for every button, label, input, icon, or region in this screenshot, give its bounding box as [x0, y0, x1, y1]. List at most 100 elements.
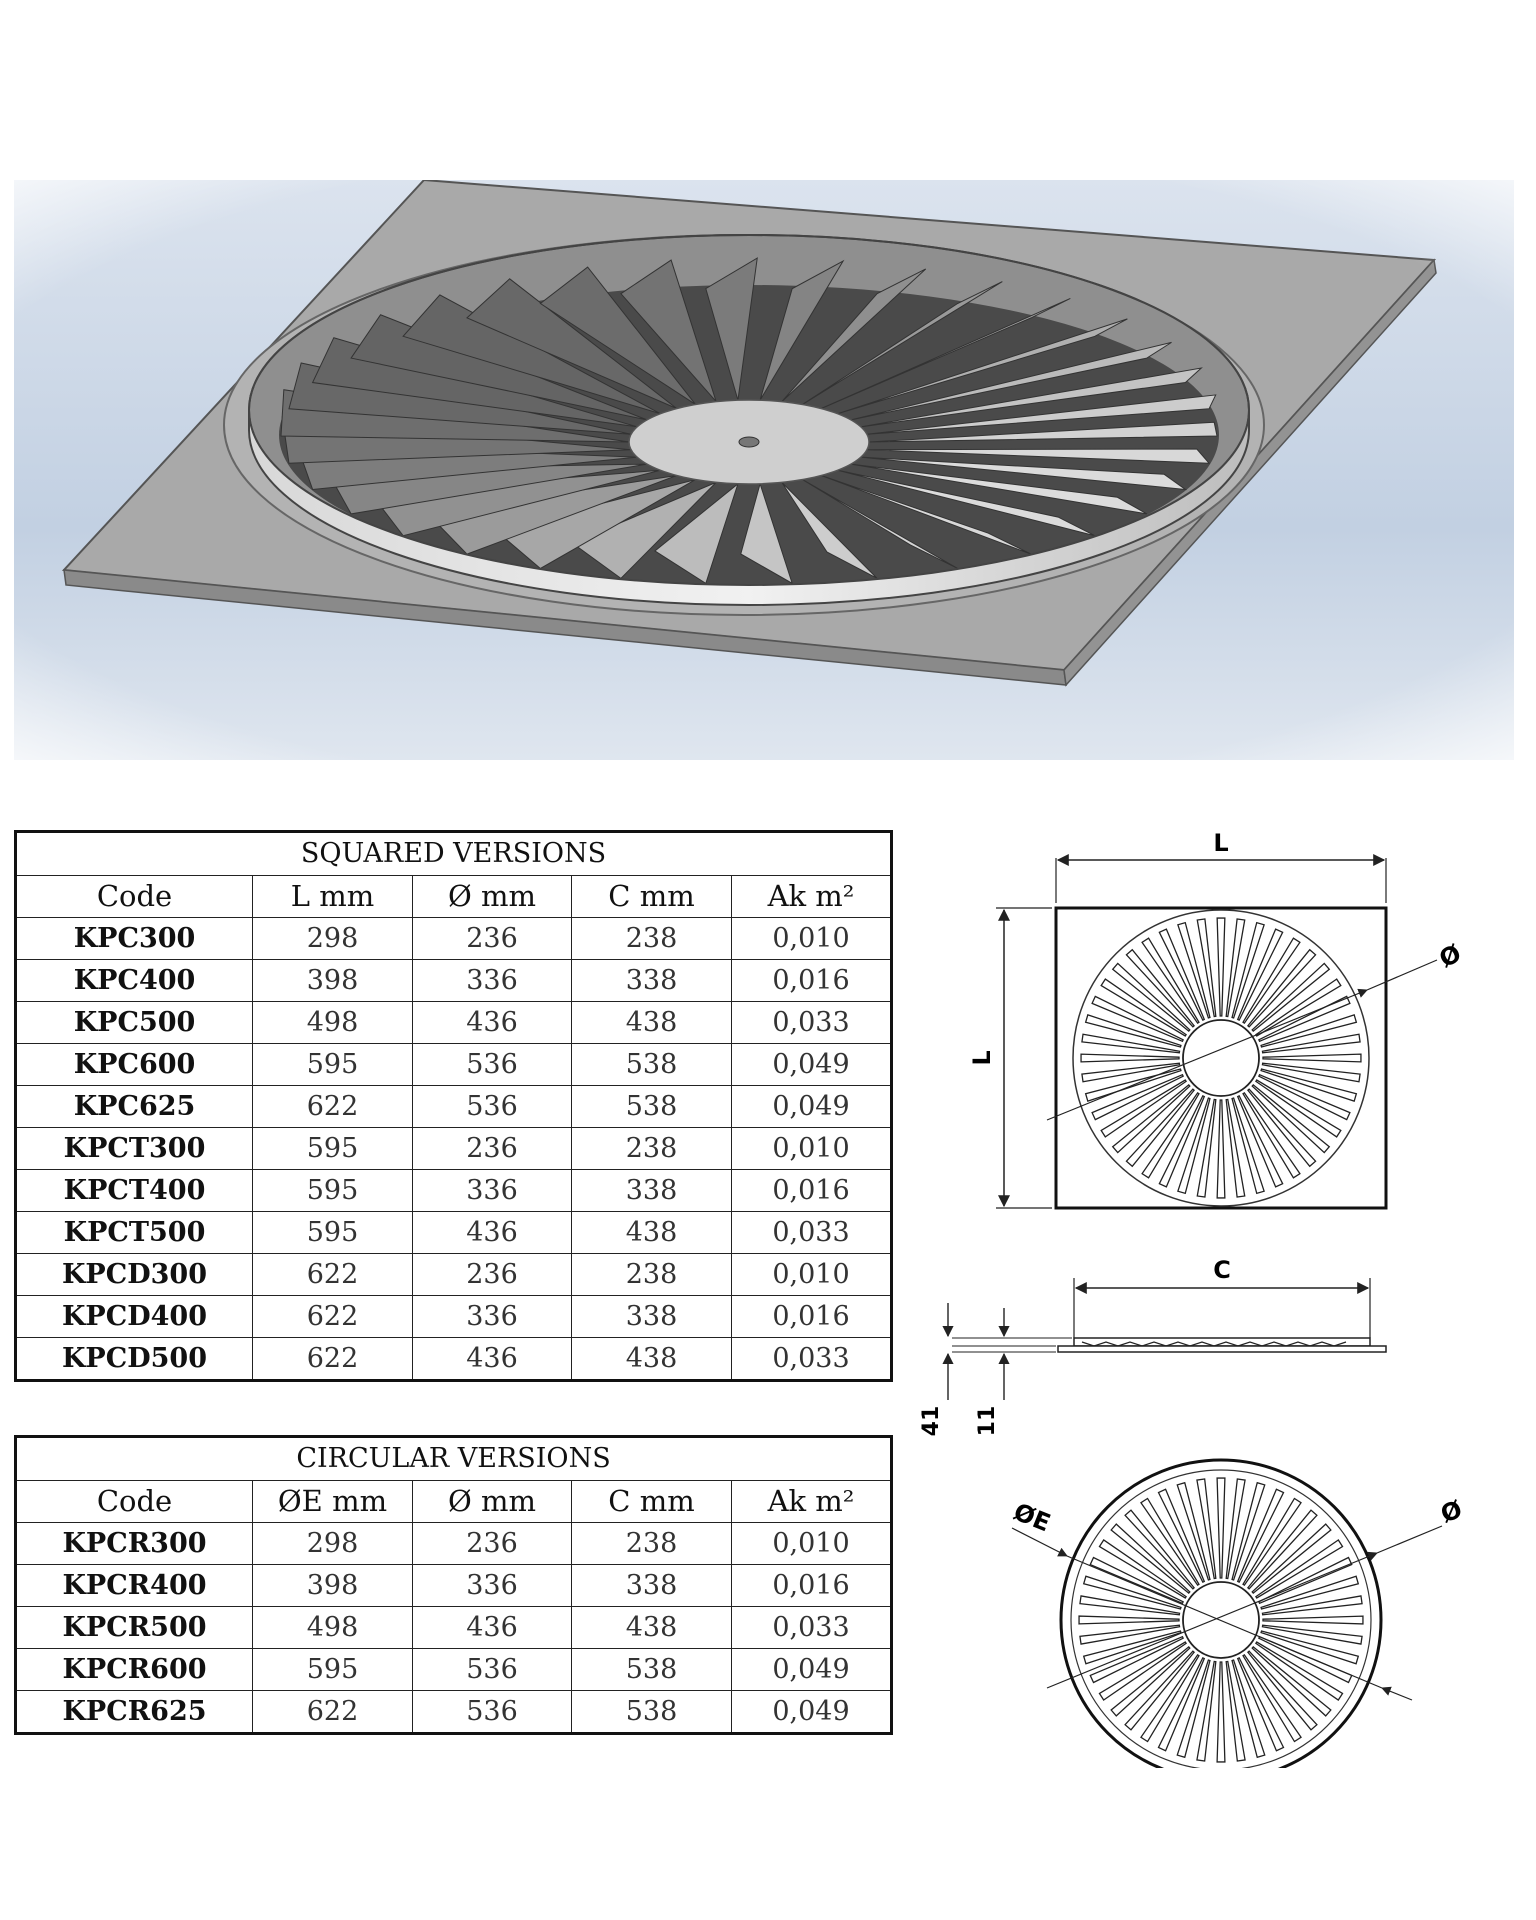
cell-code: KPCT500: [15, 1211, 253, 1254]
slot: [1251, 1523, 1332, 1595]
slot: [1231, 921, 1265, 1019]
cell-l-mm: 595: [252, 1648, 413, 1691]
cell-l-mm: 622: [252, 1085, 413, 1128]
cell-ak-m2: 0,016: [730, 1564, 893, 1607]
slot: [1260, 1068, 1358, 1102]
cell-c-mm: 438: [571, 1001, 732, 1044]
slot: [1196, 1660, 1217, 1762]
slot: [1176, 1659, 1211, 1759]
cell-ak-m2: 0,049: [730, 1690, 893, 1734]
slot: [1141, 1092, 1200, 1179]
slot: [1141, 937, 1200, 1024]
cell-l-mm: 622: [252, 1253, 413, 1296]
header-code: Code: [15, 1480, 253, 1523]
cell-code: KPCR500: [15, 1606, 253, 1649]
header-ak-m2: Ak m²: [730, 1480, 893, 1523]
cell-diameter-mm: 436: [412, 1337, 572, 1381]
slot: [1196, 1098, 1217, 1198]
dim-width-label: L: [1213, 829, 1228, 857]
slot: [1125, 1088, 1196, 1168]
slot: [1124, 1509, 1196, 1590]
cell-code: KPCT400: [15, 1169, 253, 1212]
slot: [1158, 1095, 1206, 1188]
technical-drawings: L L Ø C: [912, 808, 1512, 1782]
cell-code: KPCD500: [15, 1337, 253, 1381]
cell-l-mm: 298: [252, 917, 413, 960]
slot: [1216, 1661, 1226, 1763]
slot: [1100, 1079, 1187, 1138]
slot: [1225, 918, 1246, 1018]
cell-l-mm: 595: [252, 1043, 413, 1086]
cell-ak-m2: 0,010: [730, 1522, 893, 1565]
cell-ak-m2: 0,016: [731, 1169, 892, 1212]
slot: [1242, 1092, 1301, 1179]
slot: [1260, 1014, 1358, 1048]
header-c-mm: C mm: [571, 1480, 732, 1523]
squared-table-title: SQUARED VERSIONS: [15, 831, 892, 876]
slot: [1236, 1657, 1285, 1752]
cell-c-mm: 538: [571, 1648, 732, 1691]
slot: [1261, 1033, 1361, 1054]
cell-diameter-mm: 436: [412, 1606, 572, 1649]
slot: [1080, 1053, 1180, 1063]
slot: [1246, 1509, 1318, 1590]
slot: [1251, 1083, 1331, 1154]
slot: [1111, 1083, 1191, 1154]
cell-ak-m2: 0,049: [730, 1648, 893, 1691]
slot: [1251, 962, 1331, 1033]
slot: [1258, 995, 1351, 1043]
cell-l-mm: 298: [252, 1522, 413, 1565]
cell-c-mm: 438: [571, 1337, 732, 1381]
slot: [1231, 1097, 1265, 1195]
slot: [1242, 1654, 1302, 1743]
slot: [1236, 928, 1284, 1021]
cell-diameter-mm: 336: [412, 959, 572, 1002]
slot: [1079, 1624, 1181, 1645]
slot: [1258, 1073, 1351, 1121]
cell-ak-m2: 0,049: [731, 1085, 892, 1128]
slot: [1177, 921, 1211, 1019]
header-diameter-mm: Ø mm: [412, 1480, 572, 1523]
slot: [1261, 1595, 1363, 1616]
cell-code: KPCD300: [15, 1253, 253, 1296]
slot: [1246, 1650, 1318, 1731]
slot: [1225, 1098, 1246, 1198]
cell-l-mm: 622: [252, 1690, 413, 1734]
cell-code: KPCT300: [15, 1127, 253, 1170]
slot: [1140, 1654, 1200, 1743]
cell-c-mm: 238: [571, 1253, 732, 1296]
slot: [1216, 1099, 1226, 1199]
cell-c-mm: 338: [571, 1295, 732, 1338]
cell-l-mm: 622: [252, 1337, 413, 1381]
slot: [1216, 1477, 1226, 1579]
circular-header-row: Code ØE mm Ø mm C mm Ak m²: [15, 1480, 893, 1523]
slot: [1100, 978, 1187, 1037]
slot: [1196, 918, 1217, 1018]
cell-ak-m2: 0,033: [730, 1606, 893, 1649]
slot: [1082, 1575, 1182, 1610]
cell-c-mm: 538: [571, 1690, 732, 1734]
cell-c-mm: 438: [571, 1606, 732, 1649]
header-ak-m2: Ak m²: [731, 875, 892, 918]
dim-outer-diameter-label: ØE: [1010, 1498, 1055, 1538]
cell-code: KPCR300: [15, 1522, 253, 1565]
slot: [1082, 1630, 1182, 1665]
cell-ak-m2: 0,010: [731, 1127, 892, 1170]
header-l-mm: L mm: [252, 875, 413, 918]
slot: [1262, 1053, 1362, 1063]
cell-l-mm: 398: [252, 1564, 413, 1607]
squared-versions-table: SQUARED VERSIONS Code L mm Ø mm C mm Ak …: [14, 830, 893, 1382]
cell-code: KPCR400: [15, 1564, 253, 1607]
squared-header-row: Code L mm Ø mm C mm Ak m²: [15, 875, 892, 918]
slot: [1231, 1659, 1266, 1759]
slot: [1231, 1481, 1266, 1581]
cell-l-mm: 595: [252, 1211, 413, 1254]
